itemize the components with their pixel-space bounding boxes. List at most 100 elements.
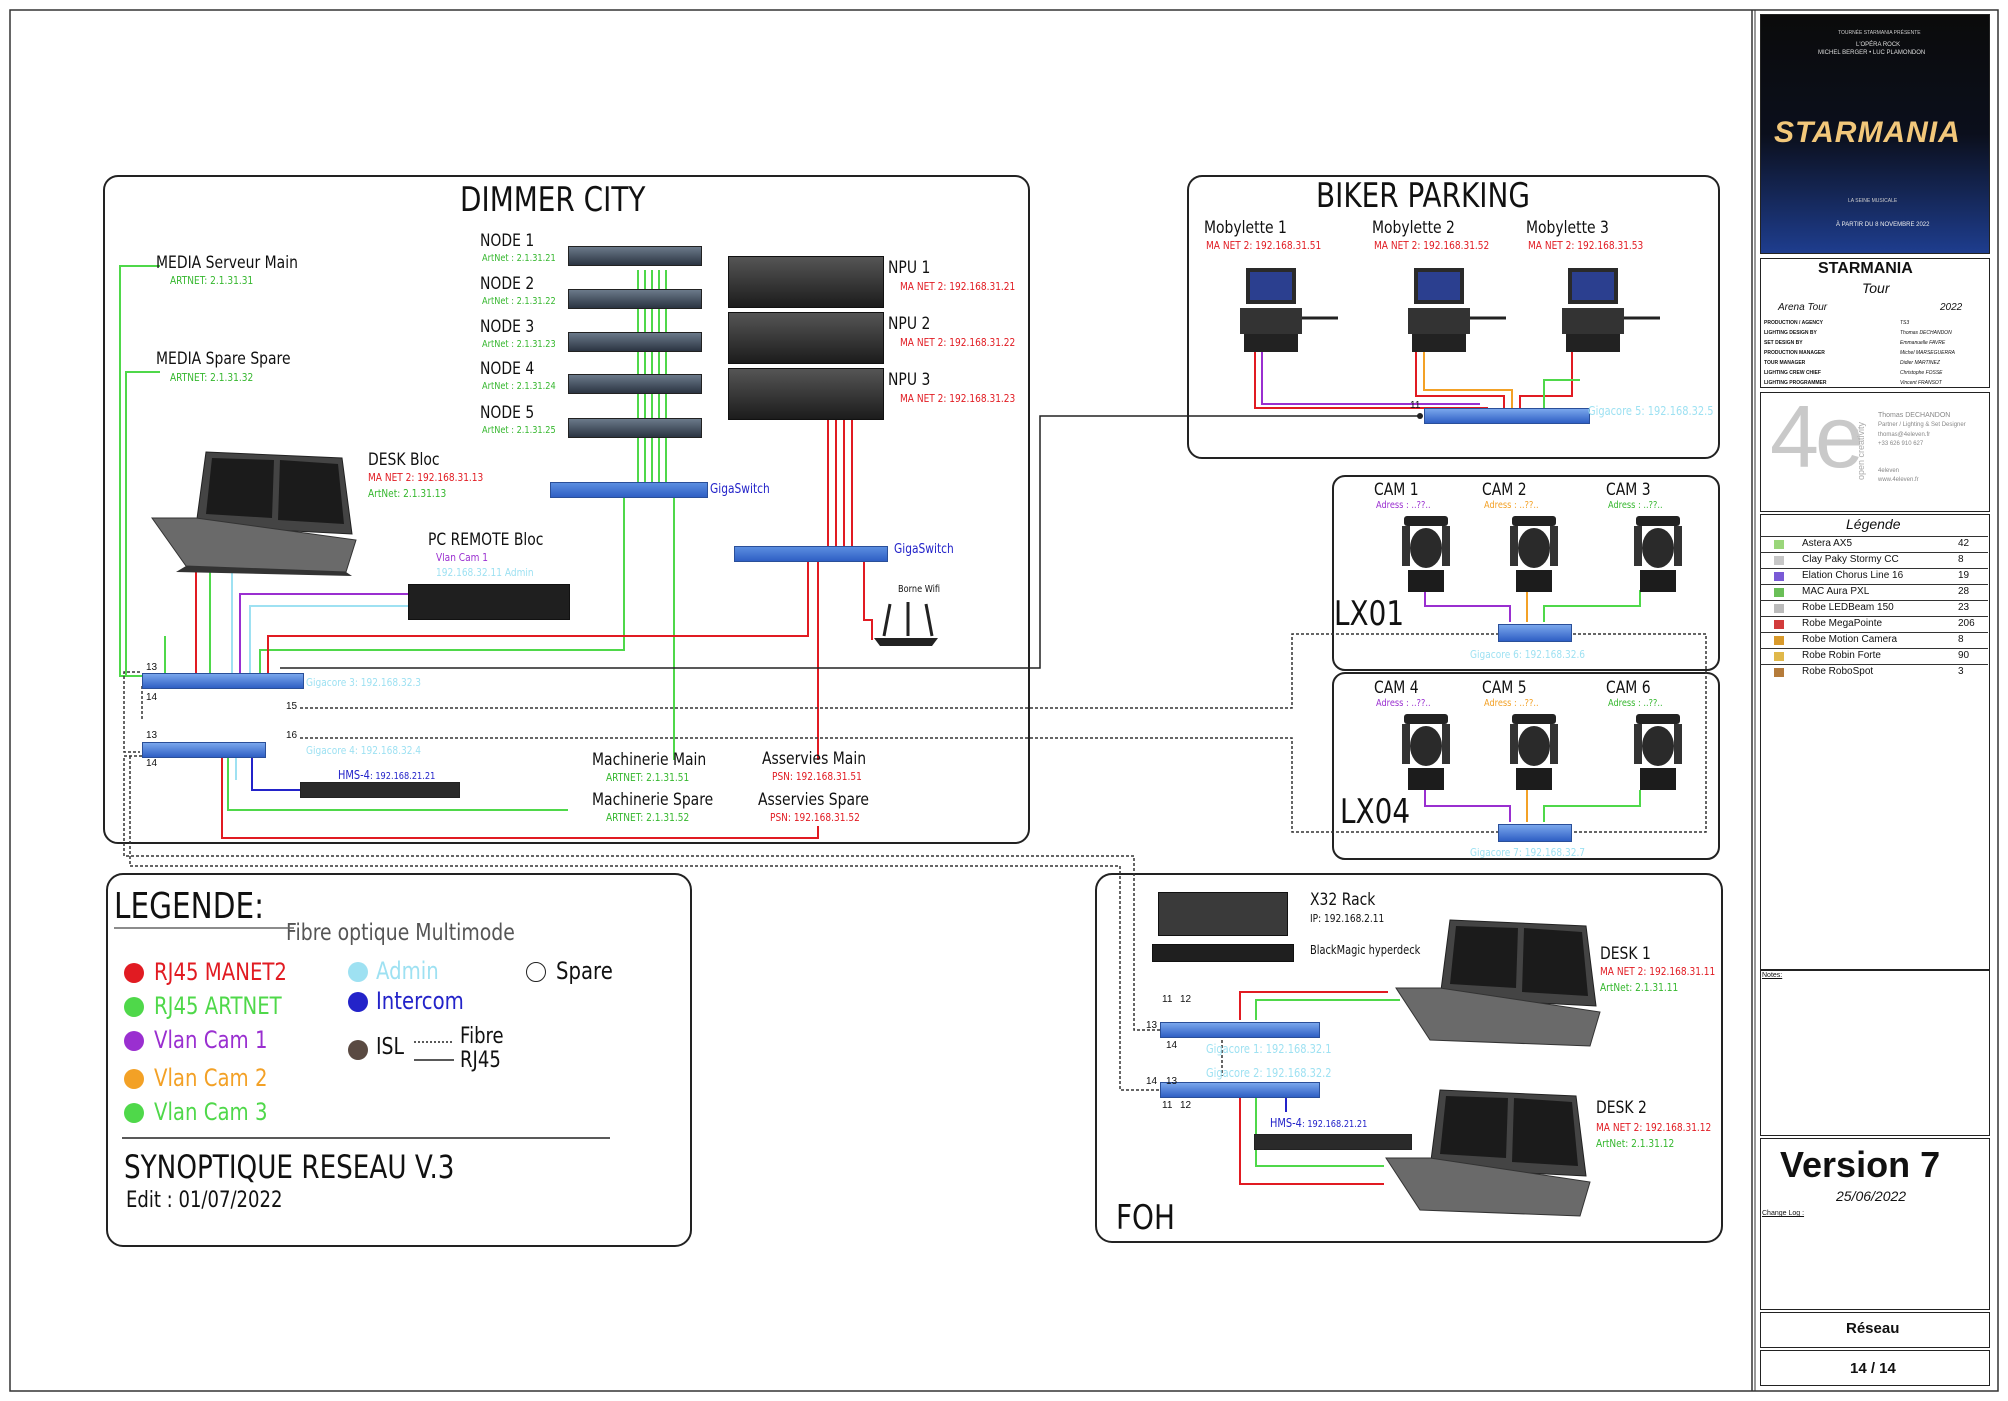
- gigacore-5-label: Gigacore 5: 192.168.32.5: [1588, 404, 1714, 418]
- desk-bloc-manet: MA NET 2: 192.168.31.13: [368, 471, 484, 484]
- node-device[interactable]: [568, 289, 702, 309]
- gigacore-7-device[interactable]: [1498, 824, 1572, 842]
- fixture-icon: [1774, 588, 1784, 597]
- gigacore-3-label: Gigacore 3: 192.168.32.3: [306, 676, 422, 689]
- moby2-vlan: [1423, 352, 1513, 408]
- blackmagic-device[interactable]: [1152, 944, 1294, 962]
- legend-title: LEGENDE:: [114, 886, 265, 927]
- poster-box: [1760, 14, 1990, 254]
- fixture-name: Robe Robin Forte: [1802, 650, 1881, 661]
- port-16: 16: [286, 730, 298, 741]
- x32-rack-ip: IP: 192.168.2.11: [1310, 912, 1385, 925]
- mobylette-console-icon: [1562, 266, 1660, 354]
- gigacore-3-device[interactable]: [142, 673, 304, 689]
- credit-role: LIGHTING DESIGN BY: [1764, 330, 1817, 336]
- fixture-legend-title: Légende: [1846, 516, 1901, 532]
- x32-rack-device[interactable]: [1158, 892, 1288, 936]
- fixture-name: Robe RoboSpot: [1802, 666, 1874, 677]
- desk2-label: DESK 2: [1596, 1098, 1647, 1118]
- node-device[interactable]: [568, 332, 702, 352]
- legend-admin-dot: [348, 962, 368, 982]
- node-label: NODE 5: [480, 403, 535, 423]
- moby2-manet: [1415, 352, 1505, 408]
- npu-device[interactable]: [728, 312, 884, 364]
- desk-bloc-artnet: ArtNet: 2.1.31.13: [368, 487, 447, 500]
- npu-device[interactable]: [728, 256, 884, 308]
- mobylette-ip: MA NET 2: 192.168.31.52: [1374, 239, 1490, 252]
- zone-foh: [1095, 873, 1723, 1243]
- machinerie-spare-line: [227, 756, 568, 811]
- node-device[interactable]: [568, 418, 702, 438]
- desk2-artnet: [1255, 1098, 1384, 1167]
- legend-dot: [124, 1103, 144, 1123]
- pc-remote-device[interactable]: [408, 584, 570, 620]
- company-email: thomas@4eleven.fr: [1878, 432, 1931, 438]
- gigaswitch-2-device[interactable]: [734, 546, 888, 562]
- fixture-qty: 206: [1958, 618, 1975, 629]
- node-label: NODE 2: [480, 274, 535, 294]
- cam-label: CAM 5: [1482, 678, 1527, 698]
- legend-box: [106, 873, 692, 1247]
- fixture-icon: [1774, 668, 1784, 677]
- credit-name: Christophe FOSSE: [1900, 370, 1943, 376]
- synoptique-title: SYNOPTIQUE RESEAU V.3: [124, 1148, 455, 1186]
- node-label: NODE 4: [480, 359, 535, 379]
- cam-address: Adress : ..??..: [1376, 500, 1431, 511]
- page-number: 14 / 14: [1850, 1360, 1896, 1377]
- credit-role: PRODUCTION MANAGER: [1764, 350, 1825, 356]
- legend-rj45-label: RJ45: [460, 1048, 501, 1073]
- gigaswitch2-uplink: [267, 560, 809, 676]
- gigacore-5-device[interactable]: [1424, 408, 1590, 424]
- mobylette-label: Mobylette 3: [1526, 218, 1609, 238]
- fibre-to-gigacore1: [123, 755, 1160, 1031]
- fixture-qty: 23: [1958, 602, 1970, 613]
- hms-foh-device[interactable]: [1254, 1134, 1412, 1150]
- cam-address: Adress : ..??..: [1484, 698, 1539, 709]
- legend-label: Vlan Cam 1: [154, 1026, 268, 1054]
- hms-intercom-line: [251, 756, 300, 791]
- legend-label: Vlan Cam 3: [154, 1098, 268, 1126]
- asservies-main-label: Asservies Main: [762, 749, 867, 769]
- fixture-name: Robe Motion Camera: [1802, 634, 1898, 645]
- cam-label: CAM 3: [1606, 480, 1651, 500]
- gigacore-1-device[interactable]: [1160, 1022, 1320, 1038]
- gigacore-6-device[interactable]: [1498, 624, 1572, 642]
- gigaswitch-1-device[interactable]: [550, 482, 708, 498]
- gigacore-6-label: Gigacore 6: 192.168.32.6: [1470, 648, 1586, 661]
- gigacore-2-device[interactable]: [1160, 1082, 1320, 1098]
- node-device[interactable]: [568, 374, 702, 394]
- sheet-name: Réseau: [1846, 1320, 1900, 1337]
- gigacore-4-device[interactable]: [142, 742, 266, 758]
- pc-remote-vlan: Vlan Cam 1: [436, 551, 489, 564]
- node-ip: ArtNet : 2.1.31.21: [482, 253, 556, 264]
- desk1-manet: [1239, 991, 1388, 1020]
- npu-device[interactable]: [728, 368, 884, 420]
- cam-address: Adress : ..??..: [1608, 500, 1663, 511]
- zone-lx01: [1332, 475, 1720, 671]
- asservies-spare-label: Asservies Spare: [758, 790, 870, 810]
- fixture-icon: [1774, 556, 1784, 565]
- fixture-qty: 8: [1958, 554, 1964, 565]
- sheet-box: [1760, 1312, 1990, 1348]
- company-role: Partner / Lighting & Set Designer: [1878, 422, 1966, 428]
- change-log-label: Change Log :: [1762, 1210, 1805, 1217]
- credit-name: Michel MARSEGUERRA: [1900, 350, 1956, 356]
- desk1-artnet: ArtNet: 2.1.31.11: [1600, 981, 1679, 994]
- media-main-ip: ARTNET: 2.1.31.31: [170, 274, 254, 287]
- legend-dot: [124, 997, 144, 1017]
- node-device[interactable]: [568, 246, 702, 266]
- foh-port-12b: 12: [1180, 1100, 1192, 1111]
- legend-fibre-label: Fibre: [460, 1024, 504, 1049]
- hms-dimmer-device[interactable]: [300, 782, 460, 798]
- credit-name: Vincent FRANSOT: [1900, 380, 1942, 386]
- desk2-manet: [1239, 1098, 1384, 1185]
- show-arena: Arena Tour: [1778, 302, 1828, 313]
- foh-port-14b: 14: [1146, 1076, 1158, 1087]
- port-14-a: 14: [146, 692, 158, 703]
- node-ip: ArtNet : 2.1.31.22: [482, 296, 556, 307]
- fixture-qty: 90: [1958, 650, 1970, 661]
